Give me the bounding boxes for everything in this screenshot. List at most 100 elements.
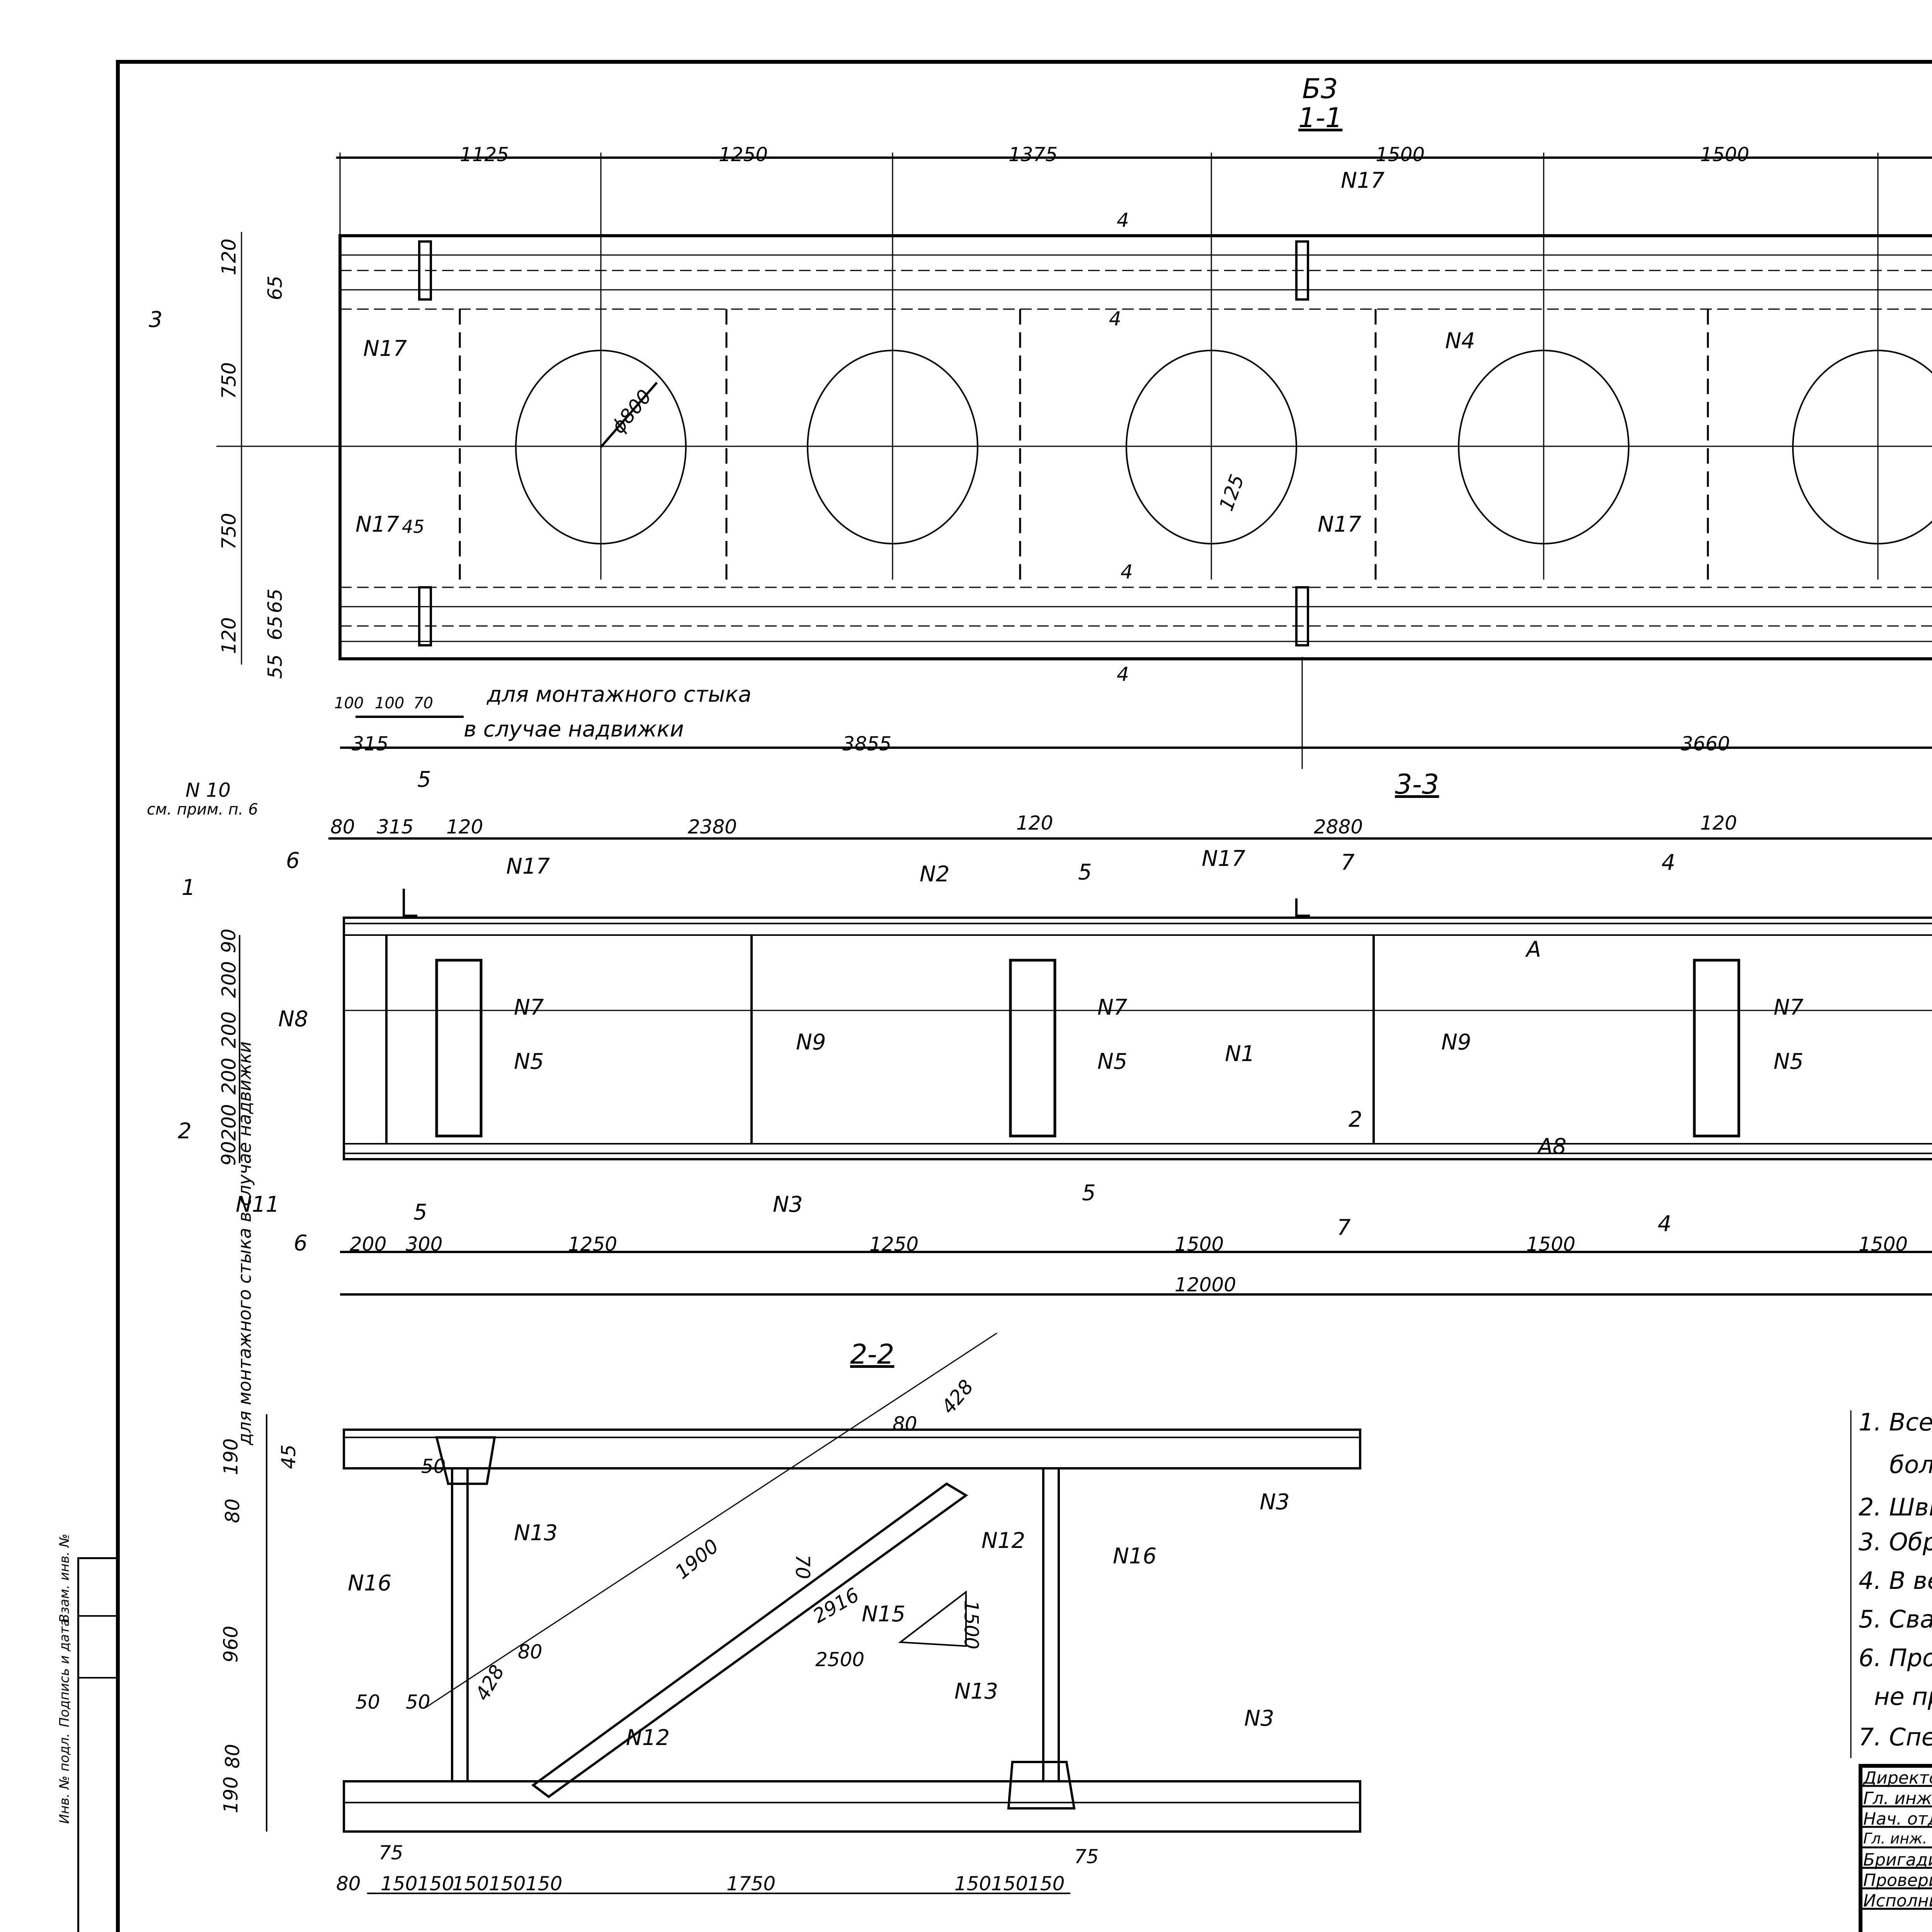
dim-1-1-top: 1250 [719,143,768,166]
drawing-frame [116,60,1932,1932]
dim-1-1-small: 100 [334,694,364,712]
section-marker-2: 2 [1349,1107,1362,1132]
note-line: не приваривать. [1874,1682,1932,1711]
dim-1-1-left: 750 [218,362,240,399]
dim-3-3-bottom: 300 [406,1233,443,1255]
callout-n4: N4 [1445,328,1475,354]
section-marker-7: 7 [1337,1215,1351,1240]
callout-n7: N7 [1097,995,1128,1020]
dim-1-1-top: 1125 [460,143,509,166]
dim-2-2-left: 80 [221,1498,244,1523]
callout-n13: N13 [954,1679,998,1704]
callout-n10: N 10 [185,779,231,801]
role: Директор [1863,1768,1932,1788]
side-stamp-divider [77,1677,116,1679]
dim-2-2-left: 45 [277,1444,300,1469]
note-line: 4. В верхних поясных швах должен быть об… [1859,1566,1932,1595]
dim-2-2-small: 75 [379,1842,403,1864]
section-marker-5: 5 [1082,1180,1096,1206]
view-3-3-title: 3-3 [1395,769,1439,800]
callout-n17: N17 [355,512,400,537]
overall-length: 12000 [1175,1274,1236,1296]
side-stamp [77,1557,118,1932]
dim-1-1-top: 1500 [1376,143,1425,166]
side-stamp-divider [77,1615,116,1617]
callout-n7: N7 [1774,995,1804,1020]
callout-n7: N7 [514,995,544,1020]
dim-2-2-small: 50 [406,1691,430,1713]
dim-2-2-bottom: 150 [417,1872,454,1895]
callout-n5: N5 [1774,1049,1804,1074]
dim-2-2-small: 75 [1074,1845,1099,1868]
dim-2-2-bottom: 150 [1028,1872,1065,1895]
note-line: 6. Прокладки (поз. „10") забить с тугой … [1859,1644,1932,1672]
dim-1-1-small: 45 [402,516,425,537]
dim-3-3-top: 120 [1016,812,1053,834]
callout-n17: N17 [363,336,407,361]
note-line: 2. Швы h=6мм. [1859,1493,1932,1521]
note-erection-joint: для монтажного стыка [487,682,752,707]
triangle-base: 2500 [815,1648,865,1671]
dim-2-2-left: 960 [219,1626,242,1663]
dim-2-2-small: 80 [893,1413,917,1435]
dim-2-2-bottom: 150 [991,1872,1028,1895]
callout-n1: N1 [1225,1041,1255,1066]
role: Гл. инж. пр. [1863,1830,1932,1847]
dim-1-1-left: 120 [218,238,240,276]
dim-1-1-left: 65 [264,588,286,613]
note-line: 5. Сварку производить электродом типа Э5… [1859,1605,1932,1633]
section-marker-4: 4 [1658,1211,1672,1236]
callout-n5: N5 [1097,1049,1128,1074]
mark-title: Б3 [1302,73,1338,105]
section-marker-5: 5 [417,767,431,792]
dim-1-1-left: 65 [264,616,286,640]
callout-n16: N16 [348,1571,392,1596]
weld-mark: 4 [1121,561,1133,583]
weld-mark: 4 [1109,308,1121,330]
note-line: болты ϕ23 мм. [1889,1451,1932,1479]
section-marker-6: 6 [294,1231,308,1256]
dim-1-1-left: 750 [218,513,240,550]
dim-1-1-left: 65 [264,276,286,300]
triangle-height: 1500 [960,1600,983,1650]
role: Проверил [1863,1871,1932,1890]
note-line: 3. Обрезы 45мм. [1859,1528,1932,1556]
dim-3-3-bottom: 200 [350,1233,387,1255]
dim-3-3-top: 120 [1700,812,1737,834]
dim-2-2-bottom: 150 [452,1872,489,1895]
weld-mark: 4 [1117,209,1129,231]
dim-1-1-bottom: 315 [352,733,389,755]
dim-2-2-bottom: 150 [381,1872,418,1895]
callout-n13: N13 [514,1520,558,1546]
callout-n2: N2 [920,862,950,887]
dim-3-3-bottom: 1250 [869,1233,919,1255]
dim-3-3-top: 315 [377,816,414,838]
dim-1-1-top: 1375 [1009,143,1058,166]
dim-2-2-bottom: 1750 [726,1872,776,1895]
dim-1-1-bottom: 3660 [1681,733,1730,755]
role: Гл. инж. [1863,1789,1932,1808]
role: Исполнил [1863,1891,1932,1911]
dim-3-3-top: 2880 [1314,816,1363,838]
note-line: 7. Спецификация на чертеже 7886 18КМ. [1859,1723,1932,1751]
dim-2-2-bottom: 150 [526,1872,563,1895]
dim-2-2-small: 80 [518,1641,543,1663]
note-line: 1. Все болты нормальной точности М22, от… [1859,1408,1932,1436]
dim-3-3-bottom: 1500 [1859,1233,1908,1255]
dim-3-3-top: 80 [330,816,355,838]
callout-n9: N9 [796,1030,826,1055]
callout-n9: N9 [1441,1030,1471,1055]
dim-1-1-bottom: 3855 [842,733,892,755]
view-1-1-title: 1-1 [1298,102,1343,134]
dim-3-3-left: 90 [217,929,240,953]
dim-2-2-left: 80 [221,1744,244,1769]
dim-3-3-bottom: 1500 [1175,1233,1224,1255]
dim-1-1-small: 70 [413,694,433,712]
dim-1-1-small: 100 [375,694,405,712]
callout-n8: N8 [278,1007,308,1032]
callout-n17: N17 [1341,168,1385,193]
section-marker-4: 4 [1662,850,1675,875]
dim-1-1-left: 55 [264,654,286,679]
dim-2-2-bottom: 150 [954,1872,992,1895]
callout-n17: N17 [1318,512,1362,537]
